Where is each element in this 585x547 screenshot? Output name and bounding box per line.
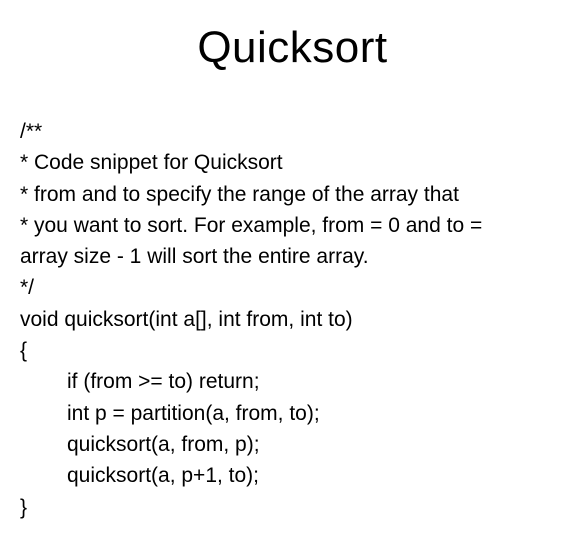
code-line: } [20, 495, 28, 519]
code-block: /** * Code snippet for Quicksort * from … [20, 116, 580, 523]
code-line: * you want to sort. For example, from = … [20, 213, 483, 237]
code-line: { [20, 339, 28, 363]
code-line: void quicksort(int a[], int from, int to… [20, 307, 353, 331]
code-line: * Code snippet for Quicksort [20, 151, 283, 175]
code-line: */ [20, 276, 35, 300]
code-line: quicksort(a, p+1, to); [67, 464, 260, 488]
code-line: if (from >= to) return; [67, 370, 260, 394]
code-line: /** [20, 120, 43, 143]
slide-title: Quicksort [197, 23, 388, 72]
code-line: array size - 1 will sort the entire arra… [20, 245, 369, 269]
code-line: * from and to specify the range of the a… [20, 182, 459, 206]
code-line: quicksort(a, from, p); [67, 432, 260, 456]
code-line: int p = partition(a, from, to); [67, 401, 320, 425]
